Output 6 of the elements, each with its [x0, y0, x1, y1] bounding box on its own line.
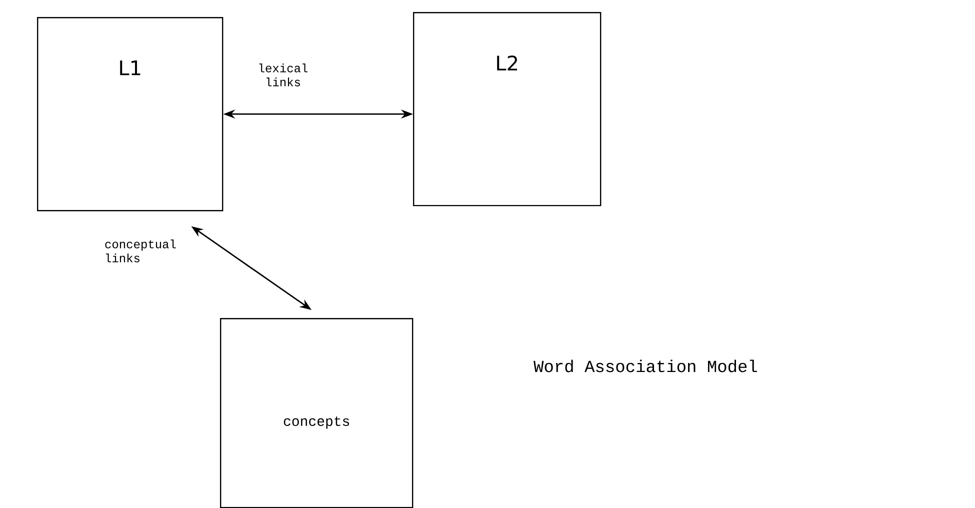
- edge-label: lexical links: [259, 64, 308, 86]
- title: Word Association Model: [534, 360, 757, 372]
- box: L1: [37, 17, 224, 212]
- box: concepts: [220, 318, 414, 508]
- box: L2: [413, 12, 602, 206]
- edge-label: conceptual links: [105, 240, 176, 262]
